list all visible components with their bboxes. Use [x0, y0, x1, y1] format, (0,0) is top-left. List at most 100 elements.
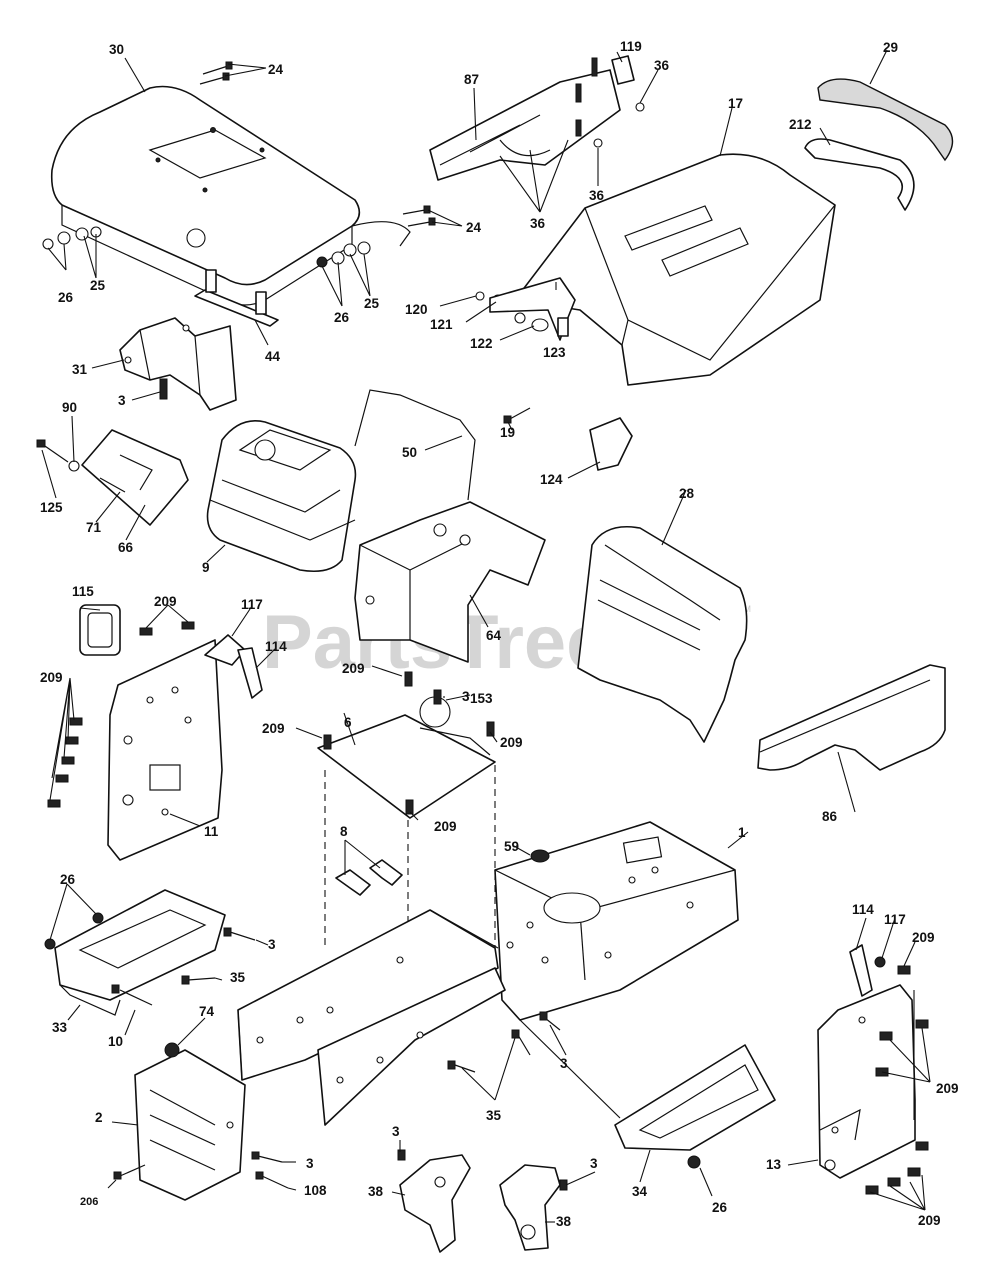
callout-124: 124: [540, 472, 563, 487]
part-33-axle-support[interactable]: [54, 889, 226, 1016]
callout-117: 117: [241, 597, 263, 612]
callout-3: 3: [590, 1156, 598, 1171]
callout-117: 117: [884, 912, 906, 927]
callout-34: 34: [632, 1184, 648, 1199]
part-3-screw-upper[interactable]: [159, 378, 168, 400]
part-64-support[interactable]: [354, 501, 546, 663]
part-19-bolt[interactable]: [503, 407, 531, 424]
callout-38: 38: [556, 1214, 572, 1229]
callout-114: 114: [852, 902, 874, 917]
part-59-bushing[interactable]: [530, 849, 550, 863]
part-1-rail-left[interactable]: [237, 909, 499, 1081]
part-28-fender[interactable]: [577, 526, 748, 743]
part-206-108-3-bolts[interactable]: [113, 1151, 289, 1189]
callout-31: 31: [72, 362, 88, 377]
callout-50: 50: [402, 445, 417, 460]
part-25-26-washers-right[interactable]: [316, 241, 371, 268]
callout-115: 115: [72, 584, 94, 599]
part-119-clip[interactable]: [611, 55, 635, 85]
part-31-bracket[interactable]: [119, 317, 237, 411]
part-212-strip[interactable]: [804, 138, 915, 211]
callout-36: 36: [530, 216, 546, 231]
part-123-bracket[interactable]: [489, 277, 576, 341]
callout-86: 86: [822, 809, 838, 824]
part-3-35-10-bolts-left[interactable]: [111, 927, 256, 1006]
callout-26: 26: [58, 290, 74, 305]
callout-209: 209: [262, 721, 285, 736]
callout-114: 114: [265, 639, 287, 654]
part-71-66-plates[interactable]: [81, 429, 189, 526]
callout-10: 10: [108, 1034, 123, 1049]
callout-3: 3: [306, 1156, 314, 1171]
callout-8: 8: [340, 824, 348, 839]
callout-labels: 30 24 24 25 26 25 26 31 3 44 90 125 71 6…: [40, 39, 959, 1229]
part-34-axle-support[interactable]: [519, 1019, 776, 1151]
callout-71: 71: [86, 520, 102, 535]
part-6-plate[interactable]: [317, 696, 496, 819]
callout-6: 6: [344, 715, 352, 730]
part-209-bolts-left[interactable]: [47, 621, 195, 808]
part-11-side-plate[interactable]: [107, 639, 223, 861]
callout-64: 64: [486, 628, 502, 643]
callout-209: 209: [936, 1081, 959, 1096]
part-87-console[interactable]: [429, 69, 621, 181]
part-29-grille[interactable]: [817, 78, 954, 162]
callout-153: 153: [470, 691, 493, 706]
part-13-side-plate[interactable]: [817, 984, 916, 1179]
callout-74: 74: [199, 1004, 215, 1019]
callout-209: 209: [918, 1213, 941, 1228]
callout-123: 123: [543, 345, 566, 360]
part-2-bracket[interactable]: [134, 1049, 246, 1201]
part-115-grommet[interactable]: [79, 604, 121, 656]
part-24-bolts-right[interactable]: [402, 205, 436, 227]
callout-25: 25: [90, 278, 106, 293]
callout-26: 26: [60, 872, 76, 887]
part-114-117-right[interactable]: [849, 944, 886, 997]
callout-206: 206: [80, 1196, 98, 1208]
part-30-hood[interactable]: [50, 85, 411, 306]
part-17-hood-shell[interactable]: [514, 153, 836, 386]
callout-38: 38: [368, 1184, 384, 1199]
callout-26: 26: [334, 310, 350, 325]
part-44-plate[interactable]: [194, 269, 279, 327]
callout-24: 24: [268, 62, 284, 77]
callout-3: 3: [462, 689, 470, 704]
part-1-frame[interactable]: [494, 821, 739, 1021]
part-26-nut-right[interactable]: [687, 1155, 701, 1169]
callout-25: 25: [364, 296, 380, 311]
callout-209: 209: [154, 594, 177, 609]
part-50-rod[interactable]: [354, 389, 476, 501]
callout-90: 90: [62, 400, 77, 415]
part-86-bumper[interactable]: [757, 664, 946, 771]
callout-3: 3: [268, 937, 276, 952]
part-35-bolts-center[interactable]: [447, 1011, 561, 1073]
callout-36: 36: [654, 58, 670, 73]
leader-lines: [41, 49, 931, 1223]
callout-209: 209: [40, 670, 63, 685]
part-24-bolts-top[interactable]: [199, 61, 233, 85]
callout-119: 119: [620, 39, 642, 54]
part-38-bracket-right[interactable]: [499, 1164, 561, 1251]
part-25-26-washers-left[interactable]: [42, 226, 102, 250]
part-74-nut[interactable]: [164, 1042, 180, 1058]
callout-19: 19: [500, 425, 515, 440]
callout-120: 120: [405, 302, 428, 317]
part-209-screws-plate[interactable]: [323, 671, 495, 815]
callout-35: 35: [230, 970, 246, 985]
part-36-screws[interactable]: [575, 57, 645, 148]
part-8-clips[interactable]: [335, 859, 403, 896]
callout-209: 209: [500, 735, 523, 750]
callout-87: 87: [464, 72, 479, 87]
callout-29: 29: [883, 40, 898, 55]
callout-11: 11: [204, 824, 219, 839]
part-38-bracket-left[interactable]: [399, 1154, 471, 1253]
part-117-114-left[interactable]: [204, 634, 263, 699]
callout-13: 13: [766, 1157, 782, 1172]
callout-122: 122: [470, 336, 493, 351]
callout-3: 3: [392, 1124, 400, 1139]
part-1-rail-right[interactable]: [317, 967, 506, 1126]
part-124-bracket[interactable]: [589, 417, 633, 471]
part-9-dash[interactable]: [206, 420, 357, 573]
callout-28: 28: [679, 486, 695, 501]
callout-121: 121: [430, 317, 453, 332]
